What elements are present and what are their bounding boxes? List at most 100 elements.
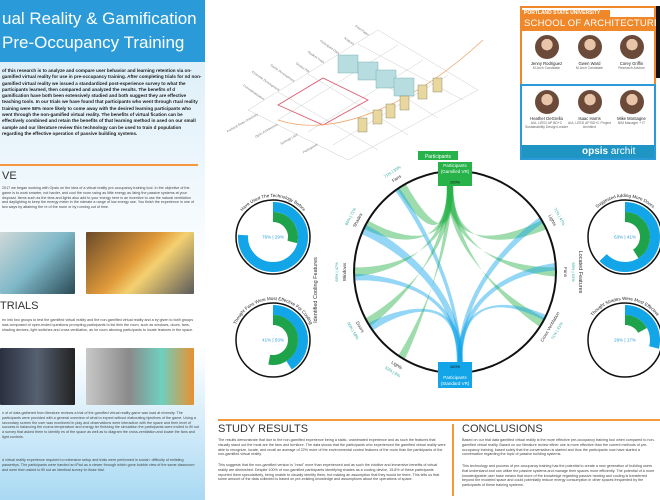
feature-label: Lights — [547, 214, 557, 228]
opsis-logo-rest: archit — [608, 146, 636, 157]
avatar — [534, 90, 559, 114]
gamified-bar — [438, 162, 472, 186]
donut-value: 41% | 53% — [262, 338, 284, 343]
avatar — [577, 90, 602, 114]
person-role: AIA, LEED AP BD+C Sustainability Design … — [525, 121, 568, 130]
donut-gamified-arc — [272, 212, 298, 244]
diagram-label: Opsis Architecture — [254, 122, 279, 139]
donut-value: 76% | 29% — [262, 235, 284, 240]
team-panel: PORTLAND STATE UNIVERSITY SCHOOL OF ARCH… — [520, 6, 660, 160]
person-name: Isaac Harris — [578, 116, 601, 121]
opsis-logo-band: opsis archit — [522, 145, 654, 158]
feature-label: Lights — [390, 360, 403, 371]
avatar — [577, 35, 602, 59]
donut-standard-arc — [599, 202, 660, 272]
trial-photo-headset — [0, 348, 75, 405]
trials-text-3: d virtual reality experience required no… — [2, 458, 195, 472]
psu-box: PORTLAND STATE UNIVERSITY SCHOOL OF ARCH… — [520, 6, 660, 86]
diagram-label: Charrette Development — [251, 70, 280, 92]
diagram-label: Conceptualization — [242, 83, 265, 101]
trials-text-1: en into two groups to test the gamified … — [2, 318, 194, 332]
diagram-label: Participant Data — [319, 39, 340, 55]
avatar — [619, 35, 644, 59]
person-role: AIA, LEED AP BD+C Project Architect — [568, 121, 611, 130]
gamified-total: 100% — [450, 180, 461, 185]
vr-screenshot-hands — [0, 232, 75, 294]
conclusions-heading: CONCLUSIONS — [462, 423, 543, 435]
standard-bar — [438, 362, 472, 388]
feature-label: Fans — [563, 267, 568, 278]
person-name: Jenny Rodriguez — [530, 61, 563, 66]
feature-label: Doors — [355, 320, 366, 334]
title-line-1: ual Reality & Gamification — [2, 9, 197, 28]
gamified-label: Participants (Gamified VR) — [440, 163, 470, 174]
donut-value: 29% | 17% — [614, 338, 636, 343]
diagram-label: Portland State University — [226, 112, 259, 133]
participants-tag: Participants — [425, 154, 452, 160]
donut-outline — [587, 199, 660, 275]
person-name: Corey Griffin — [619, 61, 644, 66]
feature-label: Shades — [352, 212, 364, 228]
school-name: SCHOOL OF ARCHITECTURE — [522, 17, 660, 31]
diagram-label: Oculus Rift — [295, 61, 310, 73]
avatar — [619, 90, 644, 114]
results-chart: 100% 100% Identified Cooling Features Lo… — [232, 162, 660, 388]
divider — [0, 164, 198, 166]
person-name: Gwen Ward — [578, 61, 601, 66]
psu-name: PORTLAND STATE UNIVERSITY — [522, 10, 610, 17]
objective-text: 2017 we began working with Opsis on the … — [2, 186, 195, 210]
red-path — [277, 77, 369, 126]
conclusions-p1: Based on our trial data gamified virtual… — [462, 438, 655, 457]
trials-heading: TRIALS — [0, 300, 39, 312]
trials-text-2: n of of data gathered from literature re… — [2, 411, 199, 439]
diagram-label: Participants — [302, 142, 319, 154]
conclusions-p2: This technology and process of pre-occup… — [462, 464, 655, 488]
person-role: M.Arch Candidate — [575, 66, 604, 70]
donut-gamified-arc — [624, 315, 647, 334]
diagram-label: Student Trials — [307, 50, 326, 65]
results-heading: STUDY RESULTS — [218, 423, 309, 435]
donut-outline — [235, 199, 311, 275]
title-line-2: Pre-Occupancy Training — [2, 33, 185, 52]
person-name: Mike Montagne — [617, 116, 646, 121]
data-cabinets — [357, 77, 443, 133]
diagram-label: Synergy Labs — [280, 132, 299, 145]
donut-outline — [235, 302, 311, 378]
objective-heading: VE — [2, 170, 17, 182]
ribbon-standard-shades — [361, 224, 464, 362]
ribbon-gamified-fans — [397, 183, 454, 226]
sponsor-box — [656, 6, 660, 78]
donut-standard-arc — [238, 202, 308, 272]
person-name: Heather DeGrella — [530, 116, 563, 121]
divider — [218, 419, 660, 421]
donut-standard-arc — [624, 305, 660, 349]
vr-screenshot-room — [86, 232, 194, 294]
ribbon-standard-fans — [457, 262, 556, 362]
abstract-text: of this research is to analyze and compa… — [2, 68, 202, 136]
results-p2: This suggests that the non-gamified vers… — [218, 463, 440, 482]
trial-photo-survey — [86, 348, 194, 405]
person-role: M.Arch Candidate — [532, 66, 561, 70]
donut-title: Thought Shades Were Most Effective — [590, 296, 660, 317]
person-role: BIM Manager + IT — [617, 121, 646, 125]
opsis-logo: opsis — [582, 146, 609, 157]
chord-ribbons — [354, 183, 556, 362]
standard-label: Participants (Standard VR) — [440, 375, 470, 386]
participants-tag-bg — [418, 151, 458, 160]
donut-value: 63% | 41% — [614, 235, 636, 240]
avatar — [534, 35, 559, 59]
game-boxes — [337, 54, 415, 97]
feature-value: 65% | 53% — [571, 262, 576, 282]
person-role: Research Advisor — [618, 66, 645, 70]
right-axis-title: Located Features — [577, 251, 583, 294]
